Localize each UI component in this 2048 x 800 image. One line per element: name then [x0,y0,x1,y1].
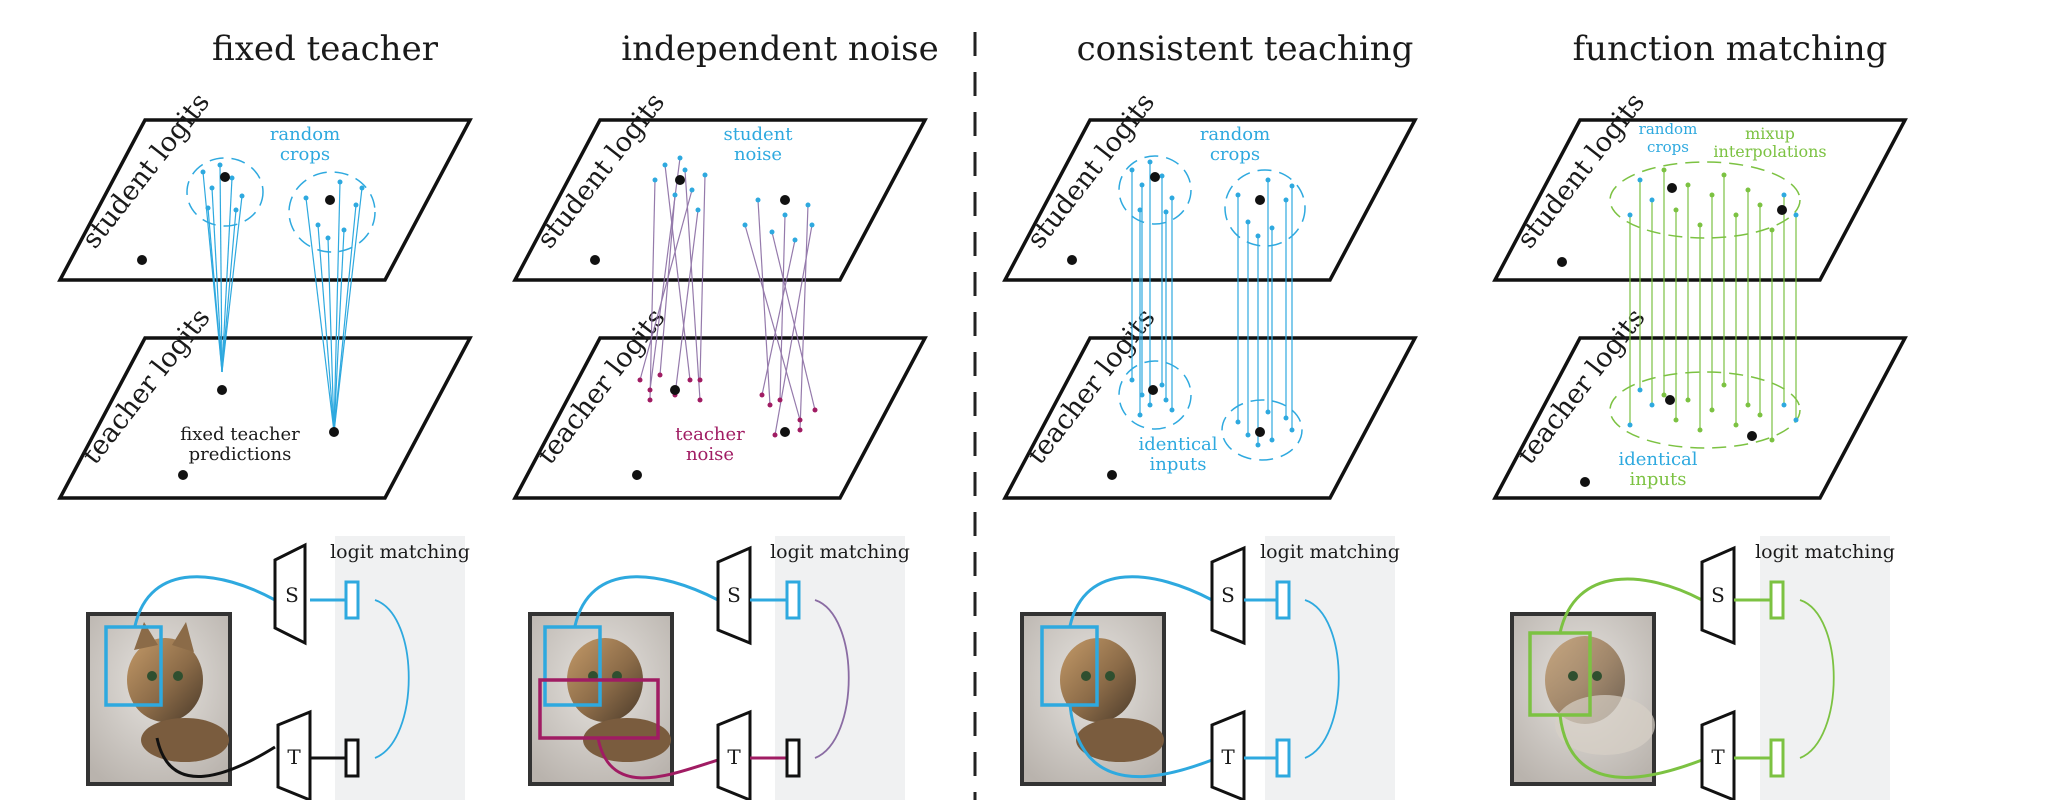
crop-cluster-outline [186,157,264,227]
upper-note: random [270,124,340,145]
teacher-plane [1492,336,1908,500]
lower-note: teacher [675,424,745,445]
panel-title: fixed teacher [212,29,439,69]
network-trapezoid-icon [1700,545,1736,646]
lower-note: identical [1138,434,1217,455]
upper-note: noise [734,144,782,165]
logit-matching-label: logit matching [770,541,910,563]
crop-cluster-outline [288,171,376,253]
student-plane [57,118,473,282]
lower-note: identical [1618,449,1697,470]
student-plane [1492,118,1908,282]
network-trapezoid-icon [1210,709,1246,800]
logit-matching-label: logit matching [1260,541,1400,563]
student-plane-label: student logits [531,87,671,254]
panel-title: consistent teaching [1077,29,1414,69]
lower-note: inputs [1630,469,1687,490]
teacher-network-label: T [727,745,741,769]
student-network-label: S [1711,583,1725,607]
student-network-label: S [727,583,741,607]
panel-fixed-teacher: student logits teacher logits random [57,87,473,800]
teacher-network-label: T [287,745,301,769]
logit-vector-icon [785,580,801,620]
logit-vector-icon [344,738,360,778]
network-trapezoid-icon [276,709,312,800]
student-plane [1002,118,1418,282]
network-trapezoid-icon [716,545,752,646]
student-network-label: S [285,583,299,607]
upper-note: crops [280,144,330,165]
panel-function-matching: student logits teacher logits [1492,87,1908,800]
network-trapezoid-icon [1700,709,1736,800]
crop-box-icon [104,625,163,707]
logit-vector-icon [1769,580,1785,620]
upper-note-mixup: interpolations [1713,142,1826,161]
logit-matching-label: logit matching [330,541,470,563]
panel-consistent-teaching: student logits teacher logits [1002,87,1418,800]
upper-note: student [723,124,793,145]
teacher-network-label: T [1221,745,1235,769]
upper-note-mixup: mixup [1745,124,1795,143]
teacher-plane [512,336,928,500]
logit-vector-icon [1275,580,1291,620]
crop-box-icon [1040,625,1099,707]
lower-note: predictions [189,444,292,465]
crop-box-icon [543,625,602,707]
student-plane [512,118,928,282]
upper-note: random [1639,120,1698,138]
logit-matching-label: logit matching [1755,541,1895,563]
upper-note: crops [1210,144,1260,165]
logit-vector-icon [785,738,801,778]
teacher-plane [57,336,473,500]
lower-note: fixed teacher [180,424,300,445]
logit-vector-icon [344,580,360,620]
lower-note: inputs [1150,454,1207,475]
upper-note: crops [1647,138,1689,156]
logit-vector-icon [1275,738,1291,778]
teacher-network-label: T [1711,745,1725,769]
network-trapezoid-icon [273,542,307,646]
network-trapezoid-icon [1210,545,1246,646]
student-network-label: S [1221,583,1235,607]
panel-title: independent noise [621,29,939,69]
cat-face [127,638,203,722]
upper-note: random [1200,124,1270,145]
panel-independent-noise: student logits teacher logits [512,87,928,800]
panel-title: function matching [1573,29,1888,69]
lower-note: noise [686,444,734,465]
teacher-plane [1002,336,1418,500]
network-trapezoid-icon [716,709,752,800]
logit-vector-icon [1769,738,1785,778]
